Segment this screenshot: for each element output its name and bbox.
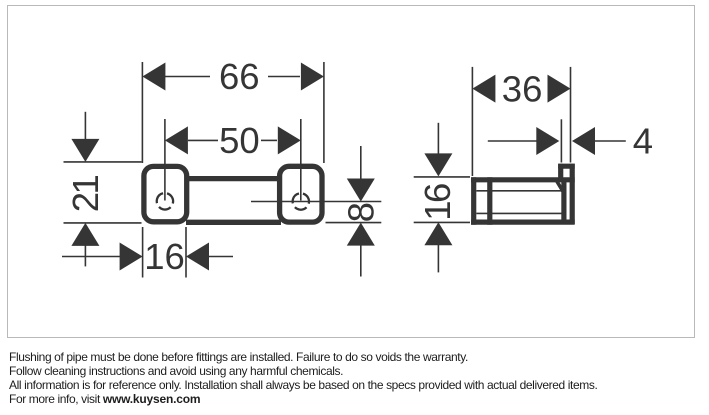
svg-text:16: 16 [144,236,185,277]
svg-text:4: 4 [633,121,653,162]
svg-text:66: 66 [219,56,260,97]
svg-text:8: 8 [341,202,382,222]
svg-text:16: 16 [417,184,458,221]
svg-text:36: 36 [502,69,543,110]
svg-text:50: 50 [219,120,260,161]
svg-text:21: 21 [65,176,106,213]
